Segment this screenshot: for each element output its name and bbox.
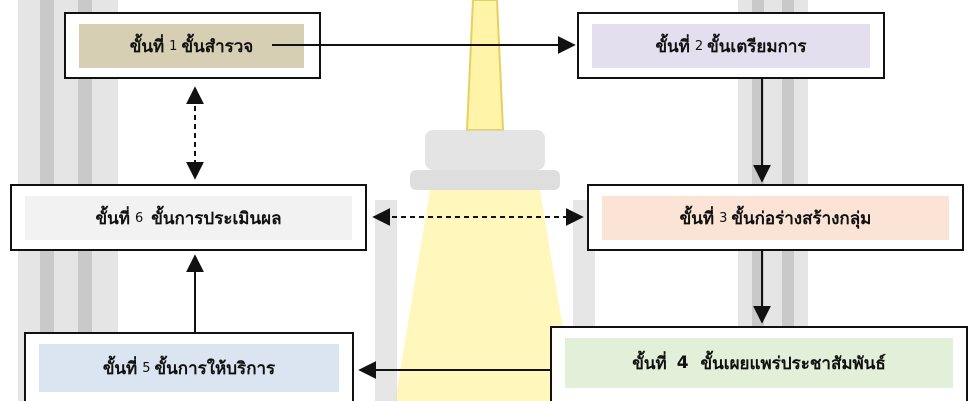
step-5-label: ขั้นที่ 5 ขั้นการให้บริการ	[39, 344, 339, 392]
step-4-prefix: ขั้นที่	[632, 353, 667, 374]
step-6-label: ขั้นที่ 6 ขั้นการประเมินผล	[25, 196, 352, 240]
tower-band	[410, 170, 560, 190]
step-2-name: ขั้นเตรียมการ	[707, 36, 807, 57]
step-5-prefix: ขั้นที่	[102, 358, 138, 379]
tower-body	[395, 190, 575, 401]
step-6-name: ขั้นการประเมินผล	[151, 208, 282, 229]
step-4-number: 4	[676, 353, 689, 373]
step-1-name: ขั้นสำรวจ	[181, 36, 254, 57]
step-3-prefix: ขั้นที่	[679, 208, 715, 229]
step-2-label: ขั้นที่ 2 ขั้นเตรียมการ	[592, 24, 870, 68]
step-3-label: ขั้นที่ 3 ขั้นก่อร่างสร้างกลุ่ม	[602, 196, 949, 240]
step-4-name: ขั้นเผยแพร่ประชาสัมพันธ์	[700, 353, 886, 374]
step-2-number: 2	[694, 38, 704, 54]
step-4-label: ขั้นที่ 4 ขั้นเผยแพร่ประชาสัมพันธ์	[565, 338, 953, 388]
step-6-prefix: ขั้นที่	[95, 208, 130, 229]
step-2-prefix: ขั้นที่	[655, 36, 690, 57]
step-3-number: 3	[719, 210, 728, 226]
step-5-number: 5	[142, 360, 151, 376]
step-1-prefix: ขั้นที่	[129, 36, 165, 57]
step-3-name: ขั้นก่อร่างสร้างกลุ่ม	[731, 208, 872, 229]
step-6-number: 6	[134, 210, 144, 226]
step-1-label: ขั้นที่ 1 ขั้นสำรวจ	[79, 24, 304, 68]
step-1-number: 1	[169, 38, 178, 54]
tower-edge	[375, 200, 397, 401]
step-5-name: ขั้นการให้บริการ	[154, 358, 276, 379]
tower-band	[425, 130, 545, 170]
